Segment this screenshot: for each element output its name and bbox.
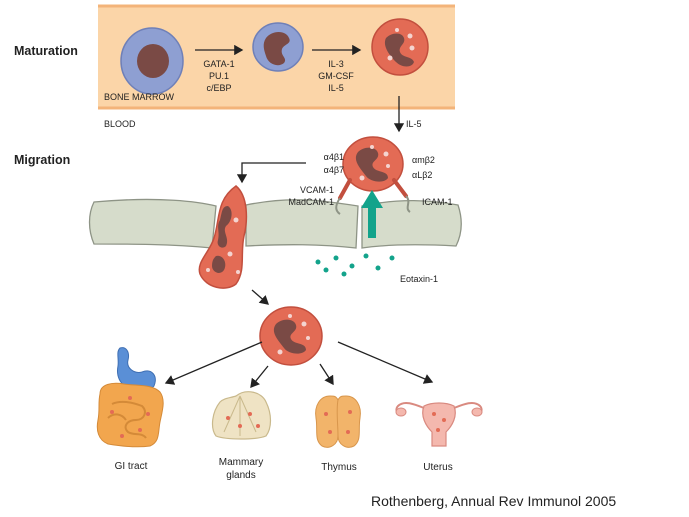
eotaxin-dots <box>315 253 395 277</box>
arrow-to-mammary <box>250 365 269 389</box>
transmigrating-eosinophil <box>198 185 248 289</box>
integrin-amb2: αmβ2 <box>412 155 435 165</box>
cytokine-il3: IL-3 <box>328 59 344 69</box>
myelocyte-cell <box>252 22 304 72</box>
factor-cebp: c/EBP <box>206 83 231 93</box>
arrow-to-transmigration <box>236 162 306 184</box>
integrin-alb2: αLβ2 <box>412 170 432 180</box>
integrin-a4b7: α4β7 <box>324 165 344 175</box>
adhering-eosinophil <box>342 136 404 192</box>
mature-eosinophil-marrow <box>371 18 429 76</box>
arrow-to-thymus <box>319 363 334 386</box>
endothelium <box>88 198 462 249</box>
organ-label-mammary-1: Mammary <box>219 457 263 468</box>
ligand-vcam1: VCAM-1 <box>300 185 334 195</box>
arrow-to-tissue <box>251 289 269 305</box>
blood-label: BLOOD <box>104 119 136 129</box>
integrin-receptors <box>335 178 411 215</box>
progenitor-cell <box>120 27 184 95</box>
mammary-glands-illustration <box>211 391 272 440</box>
factor-gata1: GATA-1 <box>203 59 234 69</box>
arrow-to-gi <box>164 341 263 385</box>
gi-tract-illustration <box>96 347 164 448</box>
bone-marrow-label: BONE MARROW <box>104 92 175 102</box>
cytokine-il5: IL-5 <box>328 83 344 93</box>
thymus-illustration <box>315 395 361 448</box>
citation: Rothenberg, Annual Rev Immunol 2005 <box>371 493 617 509</box>
ligand-madcam1: MadCAM-1 <box>288 197 334 207</box>
organ-label-gi: GI tract <box>115 461 148 472</box>
migration-label: Migration <box>14 153 70 167</box>
factor-pu1: PU.1 <box>209 71 229 81</box>
chemotaxis-arrow <box>361 190 383 238</box>
il5-label: IL-5 <box>406 119 422 129</box>
uterus-illustration <box>395 401 483 447</box>
maturation-label: Maturation <box>14 44 78 58</box>
organ-label-uterus: Uterus <box>423 462 452 473</box>
cytokine-gmcsf: GM-CSF <box>318 71 354 81</box>
tissue-eosinophil <box>259 306 323 366</box>
ligand-icam1: ICAM-1 <box>422 197 453 207</box>
eotaxin-label: Eotaxin-1 <box>400 274 438 284</box>
organ-label-mammary-2: glands <box>226 470 255 481</box>
arrow-to-uterus <box>337 341 434 384</box>
integrin-a4b1: α4β1 <box>324 152 344 162</box>
organ-label-thymus: Thymus <box>321 462 357 473</box>
